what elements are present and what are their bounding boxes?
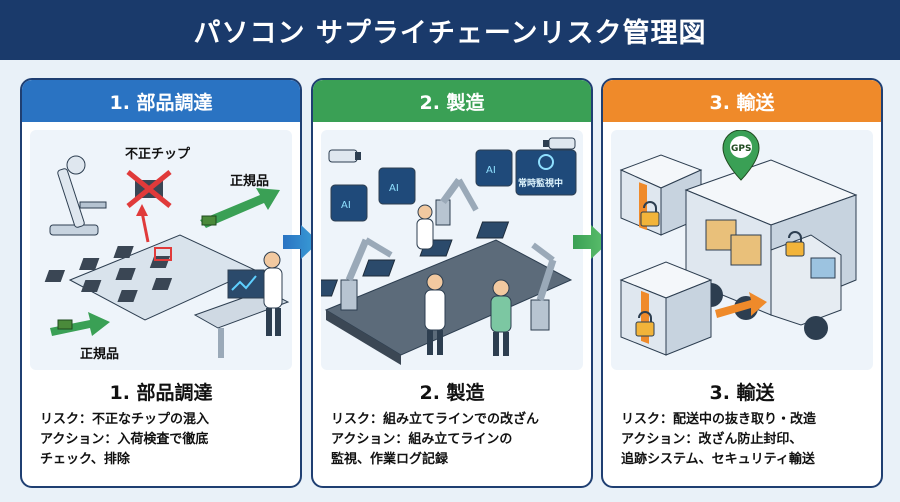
stage-panel-transport: 3. 輸送 [601,78,883,488]
action-text-line-2: 追跡システム、セキュリティ輸送 [621,452,815,467]
padlock-icon [640,201,660,227]
genuine-arrow-top [200,188,280,228]
robot-arm-icon [340,237,393,311]
delivery-truck [684,159,858,340]
procurement-illustration: 不正チップ 正規品 正規品 [30,130,292,370]
chip-tray [44,234,257,321]
stage-header: 2. 製造 [313,80,591,122]
ai-monitor-screen: AI [475,149,513,187]
label-bad-chip: 不正チップ [125,147,191,162]
counterfeit-chip [126,170,172,243]
action-text-line-1: アクション：組み立てラインの [331,432,513,447]
genuine-arrow-bottom [50,312,110,336]
worker-figure [490,279,512,356]
svg-text:AI: AI [389,183,399,194]
stage-panel-procurement: 1. 部品調達 [20,78,302,488]
flow-arrow-right-icon [573,225,609,259]
stage-panel-manufacturing: 2. 製造 AI AI AI [311,78,593,488]
svg-text:AI: AI [486,165,496,176]
action-text-line-1: アクション：改ざん防止封印、 [621,432,803,447]
microscope-icon [49,155,107,236]
monitoring-sign: 常時監視中 [515,149,577,196]
assembly-conveyor [321,221,573,365]
robot-arm-icon [435,177,479,226]
svg-text:AI: AI [341,200,351,211]
padlock-icon [785,231,805,257]
stage-description: リスク：組み立てラインでの改ざん アクション：組み立てラインの 監視、作業ログ記… [331,410,581,470]
security-camera-icon [543,137,576,150]
label-gps: GPS [731,144,751,154]
stage-description: リスク：配送中の抜き取り・改造 アクション：改ざん防止封印、 追跡システム、セキ… [621,410,871,470]
security-camera-icon [328,149,361,163]
stage-header: 1. 部品調達 [22,80,300,122]
stage-title: 2. 製造 [419,382,485,404]
worker-figure [424,273,446,355]
action-text-line-2: 監視、作業ログ記録 [331,452,449,467]
transport-illustration: GPS [611,130,873,370]
label-genuine-top: 正規品 [230,174,269,189]
sealed-box [619,261,767,356]
stage-title: 3. 輸送 [709,382,775,404]
action-text-line-2: チェック、排除 [40,452,130,467]
manufacturing-illustration: AI AI AI 常時監視中 [321,130,583,370]
stage-header: 3. 輸送 [603,80,881,122]
action-text-line-1: アクション：入荷検査で徹底 [40,432,209,447]
gps-pin-icon: GPS [722,130,760,181]
risk-text: リスク：組み立てラインでの改ざん [331,412,540,427]
page-title: パソコン サプライチェーンリスク管理図 [193,17,707,49]
inspector-workstation [193,251,290,358]
robot-arm-icon [530,242,557,331]
risk-text: リスク：配送中の抜き取り・改造 [621,412,817,427]
ai-monitor-screen: AI [330,184,368,222]
title-bar: パソコン サプライチェーンリスク管理図 [0,0,900,60]
risk-text: リスク：不正なチップの混入 [40,412,210,427]
worker-figure [416,204,434,250]
ai-monitor-screen: AI [378,167,416,205]
label-monitoring: 常時監視中 [518,177,563,189]
label-genuine-bottom: 正規品 [80,347,119,362]
stage-title: 1. 部品調達 [109,382,213,404]
flow-arrow-right-icon [283,225,319,259]
stage-description: リスク：不正なチップの混入 アクション：入荷検査で徹底 チェック、排除 [40,410,290,470]
